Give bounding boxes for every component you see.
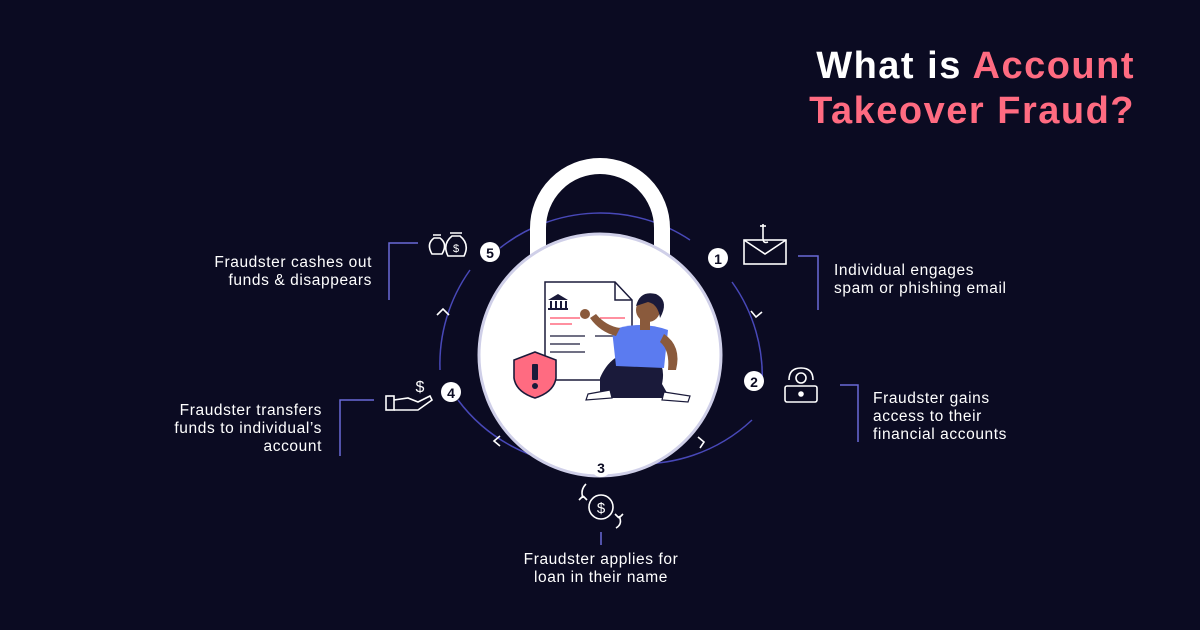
- shield-warning-icon: [513, 351, 557, 399]
- step-4-description: Fraudster transfers funds to individual’…: [96, 402, 322, 456]
- cycle-arrows: [436, 307, 763, 449]
- step-text-line: funds & disappears: [228, 272, 372, 289]
- padlock-shackle: [530, 158, 670, 290]
- step-text-line: access to their: [873, 408, 982, 425]
- hacker-laptop-icon: [784, 367, 818, 403]
- dollar-sign-glyph: $: [416, 379, 425, 396]
- connector-lines: [339, 242, 859, 545]
- title-line-2: Takeover Fraud?: [809, 90, 1135, 132]
- svg-text:2: 2: [750, 374, 758, 390]
- dollar-cycle-icon: [578, 483, 624, 529]
- step-badge-3: 3: [591, 457, 611, 477]
- step-text-line: Individual engages: [834, 262, 975, 279]
- step-text-line: Fraudster cashes out: [214, 254, 372, 271]
- document-illustration: [544, 281, 633, 381]
- step-text-line: Fraudster applies for: [523, 551, 679, 568]
- page-title: What is Account Takeover Fraud?: [675, 44, 1135, 134]
- step-1-description: Individual engages spam or phishing emai…: [834, 262, 1007, 298]
- step-badge-4: 4: [441, 382, 461, 402]
- bank-icon: [548, 294, 568, 310]
- arrow-chevron: [492, 435, 501, 447]
- arrow-chevron: [436, 307, 450, 316]
- svg-text:1: 1: [714, 251, 722, 267]
- step-text-line: spam or phishing email: [834, 280, 1007, 297]
- step-badge-2: 2: [744, 371, 764, 391]
- arrow-chevron: [697, 436, 706, 449]
- phishing-email-icon: [743, 224, 787, 265]
- dollar-sign-glyph: $: [453, 243, 459, 255]
- svg-text:3: 3: [597, 460, 605, 476]
- step-3-description: Fraudster applies for loan in their name: [486, 551, 716, 587]
- dollar-sign-glyph: $: [597, 500, 606, 517]
- step-text-line: loan in their name: [533, 569, 668, 586]
- step-badge-5: 5: [480, 242, 500, 262]
- step-text-line: financial accounts: [873, 426, 1008, 443]
- step-5-description: Fraudster cashes out funds & disappears: [150, 254, 372, 290]
- step-text-line: Fraudster transfers: [179, 402, 322, 419]
- title-line-1: What is Account: [675, 44, 1135, 89]
- svg-text:4: 4: [447, 385, 455, 401]
- money-bags-icon: [428, 232, 468, 257]
- step-text-line: funds to individual’s: [174, 420, 322, 437]
- step-text-line: account: [263, 438, 322, 455]
- title-accent: Account: [972, 45, 1135, 87]
- person-illustration: [580, 293, 691, 403]
- step-badge-1: 1: [708, 248, 728, 268]
- svg-text:5: 5: [486, 245, 494, 261]
- arrow-chevron: [750, 310, 763, 319]
- step-2-description: Fraudster gains access to their financia…: [873, 390, 1007, 444]
- step-text-line: Fraudster gains: [873, 390, 990, 407]
- title-plain: What is: [816, 45, 962, 87]
- hand-dollar-icon: [385, 394, 434, 411]
